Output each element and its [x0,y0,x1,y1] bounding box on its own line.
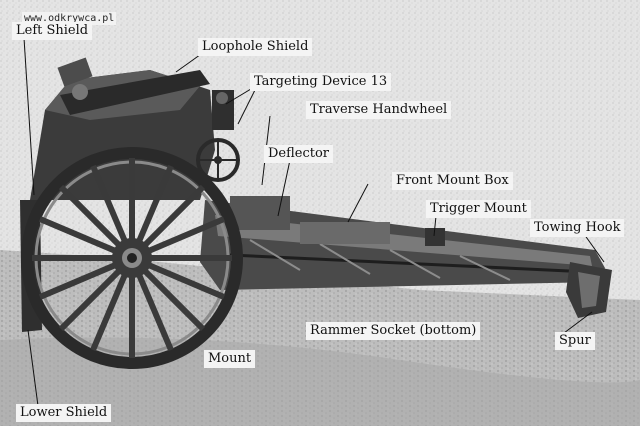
label-loophole-shield: Loophole Shield [198,38,313,56]
label-left-shield: Left Shield [12,22,93,40]
label-rammer-socket: Rammer Socket (bottom) [306,322,481,340]
label-mount: Mount [204,350,256,368]
watermark-text: www.odkrywca.pl [22,12,117,25]
label-deflector: Deflector [264,145,334,163]
label-targeting-device: Targeting Device 13 [250,73,392,91]
label-towing-hook: Towing Hook [530,219,625,237]
label-spur: Spur [555,332,595,350]
label-lower-shield: Lower Shield [16,404,112,422]
label-traverse-handwheel: Traverse Handwheel [306,101,452,119]
label-trigger-mount: Trigger Mount [426,200,531,218]
gun-trail [200,196,612,318]
label-front-mount-box: Front Mount Box [392,172,513,190]
gun-wheel [21,147,243,369]
